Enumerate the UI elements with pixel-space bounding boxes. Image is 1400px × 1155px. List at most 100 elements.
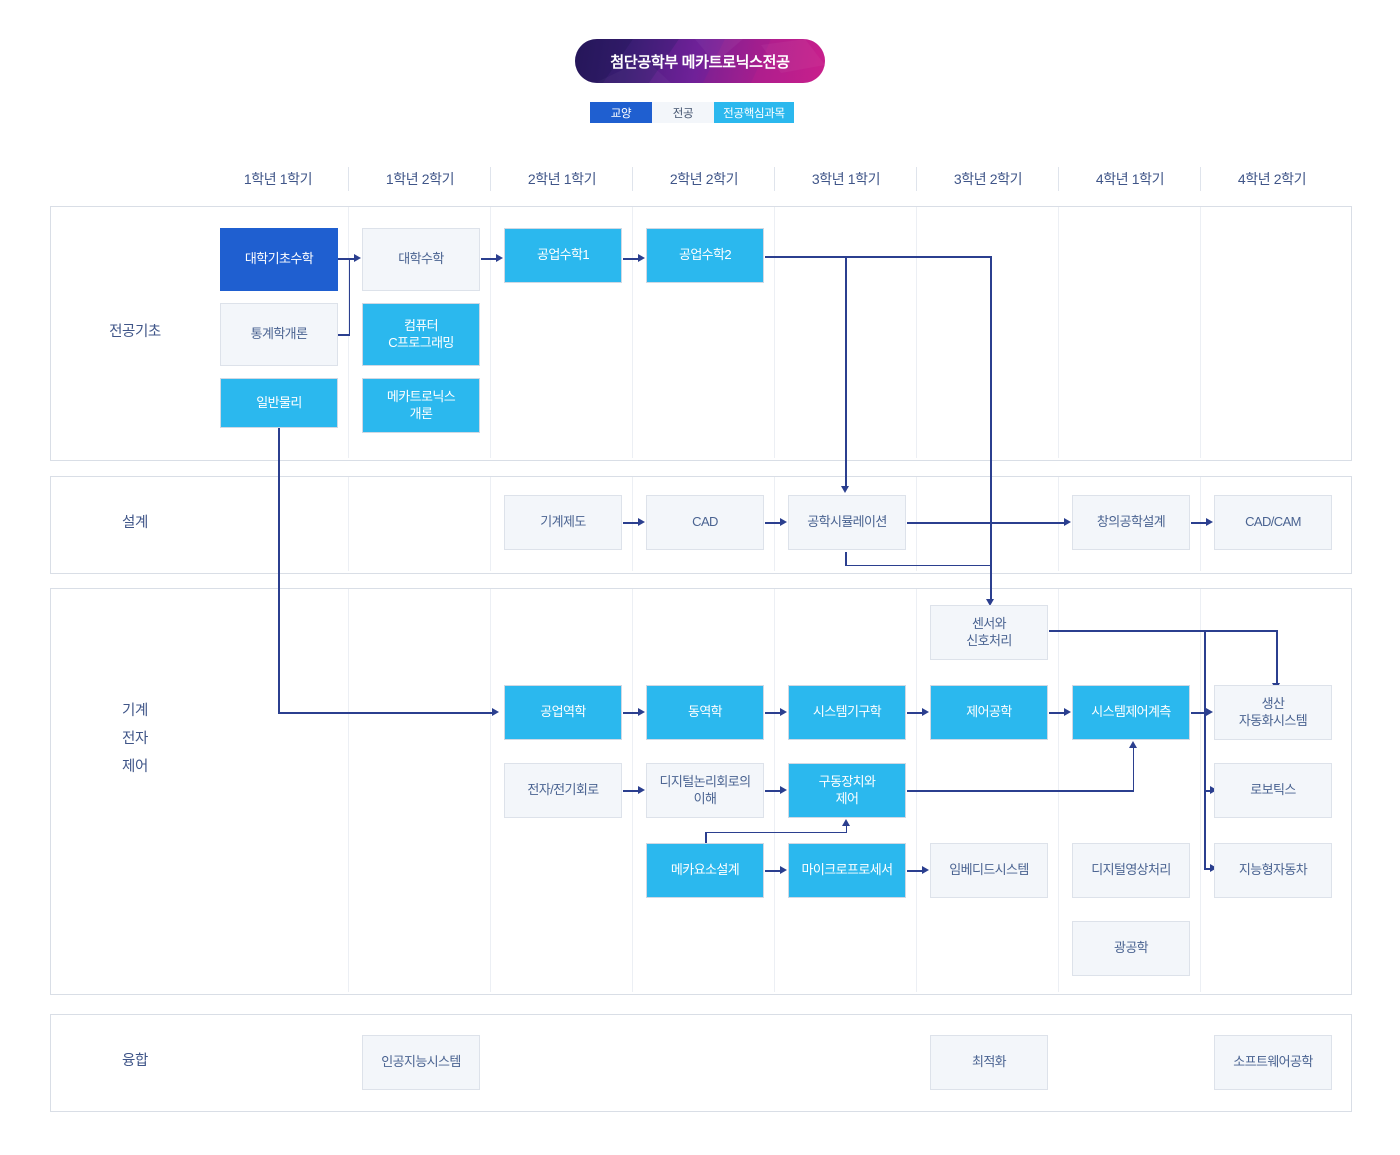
course-box-gonghak-simulation[interactable]: 공학시뮬레이션 bbox=[788, 495, 906, 550]
connector-line bbox=[907, 870, 924, 872]
column-separator bbox=[1200, 167, 1201, 191]
legend-item-jeongong[interactable]: 전공 bbox=[652, 102, 714, 123]
row-label-line-1: 기계 bbox=[122, 703, 148, 719]
course-box-gongeop-suhak-1[interactable]: 공업수학1 bbox=[504, 228, 622, 283]
connector-line bbox=[907, 522, 1066, 524]
grid-line bbox=[916, 207, 917, 458]
course-box-changui-gonghak-seolgye[interactable]: 창의공학설계 bbox=[1072, 495, 1190, 550]
course-box-cad-cam[interactable]: CAD/CAM bbox=[1214, 495, 1332, 550]
course-box-dongyeokhak[interactable]: 동역학 bbox=[646, 685, 764, 740]
connector-line bbox=[845, 826, 848, 832]
section-frame-convergence bbox=[50, 1014, 1352, 1112]
column-separator bbox=[916, 167, 917, 191]
grid-line bbox=[348, 477, 349, 571]
course-box-jeeo-gonghak[interactable]: 제어공학 bbox=[930, 685, 1048, 740]
grid-line bbox=[1058, 207, 1059, 458]
course-box-mecha-yoso-seolgye[interactable]: 메카요소설계 bbox=[646, 843, 764, 898]
course-box-gwanggonghak[interactable]: 광공학 bbox=[1072, 921, 1190, 976]
course-box-ingongjineung-system[interactable]: 인공지능시스템 bbox=[362, 1035, 480, 1090]
connector-line bbox=[278, 712, 494, 714]
legend-item-core[interactable]: 전공핵심과목 bbox=[714, 102, 794, 123]
page-title: 첨단공학부 메카트로닉스전공 bbox=[610, 53, 790, 71]
connector-line bbox=[623, 522, 640, 524]
course-box-system-gigu-hak[interactable]: 시스템기구학 bbox=[788, 685, 906, 740]
connector-line bbox=[1132, 748, 1135, 791]
connector-line bbox=[338, 334, 350, 336]
connector-line bbox=[907, 712, 924, 714]
arrow-head bbox=[496, 254, 503, 263]
course-box-ilban-mulli[interactable]: 일반물리 bbox=[220, 378, 338, 428]
connector-line bbox=[845, 564, 991, 567]
arrow-head bbox=[780, 866, 787, 875]
column-separator bbox=[774, 167, 775, 191]
arrow-head bbox=[1064, 518, 1071, 527]
connector-line bbox=[623, 790, 640, 792]
course-box-jineunghyeong-jadongcha[interactable]: 지능형자동차 bbox=[1214, 843, 1332, 898]
grid-line bbox=[490, 207, 491, 458]
connector-line bbox=[765, 712, 782, 714]
course-box-tonggyehak-gaeron[interactable]: 통계학개론 bbox=[220, 303, 338, 366]
column-separator bbox=[1058, 167, 1059, 191]
connector-line bbox=[1204, 868, 1212, 870]
column-header-y2s1: 2학년 1학기 bbox=[527, 171, 597, 187]
arrow-head bbox=[842, 819, 850, 826]
connector-line bbox=[705, 832, 707, 844]
arrow-head bbox=[638, 786, 645, 795]
course-box-cad[interactable]: CAD bbox=[646, 495, 764, 550]
arrow-head bbox=[1206, 518, 1213, 527]
column-separator bbox=[490, 167, 491, 191]
connector-line bbox=[1049, 712, 1066, 714]
grid-line bbox=[1200, 589, 1201, 992]
legend-item-kyoyang[interactable]: 교양 bbox=[590, 102, 652, 123]
grid-line bbox=[1058, 477, 1059, 571]
course-box-system-jeeo-gyecheuk[interactable]: 시스템제어계측 bbox=[1072, 685, 1190, 740]
course-box-robotics[interactable]: 로보틱스 bbox=[1214, 763, 1332, 818]
arrow-head bbox=[1210, 786, 1217, 795]
column-header-y3s1: 3학년 1학기 bbox=[811, 171, 881, 187]
connector-line bbox=[845, 552, 847, 566]
course-box-gongeop-suhak-2[interactable]: 공업수학2 bbox=[646, 228, 764, 283]
connector-line bbox=[278, 428, 280, 713]
course-box-microprocessor[interactable]: 마이크로프로세서 bbox=[788, 843, 906, 898]
course-box-embedded-system[interactable]: 임베디드시스템 bbox=[930, 843, 1048, 898]
course-box-digital-yeongsang-cheori[interactable]: 디지털영상처리 bbox=[1072, 843, 1190, 898]
connector-line bbox=[623, 712, 640, 714]
arrow-head bbox=[638, 708, 645, 717]
row-label-line-2: 전자 bbox=[122, 731, 148, 747]
connector-line bbox=[338, 258, 356, 260]
arrow-head bbox=[638, 254, 645, 263]
column-header-y1s1: 1학년 1학기 bbox=[243, 171, 313, 187]
grid-line bbox=[632, 477, 633, 571]
course-box-jeonja-jeongi-hoero[interactable]: 전자/전기회로 bbox=[504, 763, 622, 818]
grid-line bbox=[1200, 207, 1201, 458]
connector-line bbox=[765, 870, 782, 872]
arrow-head bbox=[986, 599, 995, 606]
course-box-software-gonghak[interactable]: 소프트웨어공학 bbox=[1214, 1035, 1332, 1090]
arrow-head bbox=[1210, 864, 1217, 873]
column-header-y3s2: 3학년 2학기 bbox=[953, 171, 1023, 187]
connector-line bbox=[765, 256, 992, 258]
course-box-choejeokhwa[interactable]: 최적화 bbox=[930, 1035, 1048, 1090]
connector-line bbox=[1191, 522, 1208, 524]
banner-facet-decoration bbox=[575, 39, 825, 83]
connector-line bbox=[705, 831, 847, 834]
grid-line bbox=[916, 477, 917, 571]
course-box-gongeop-yeokhak[interactable]: 공업역학 bbox=[504, 685, 622, 740]
course-box-daehak-suhak[interactable]: 대학수학 bbox=[362, 228, 480, 291]
grid-line bbox=[490, 589, 491, 992]
arrow-head bbox=[354, 254, 361, 263]
arrow-head bbox=[922, 866, 929, 875]
row-label-line-3: 제어 bbox=[122, 759, 148, 775]
arrow-head bbox=[492, 708, 499, 717]
course-box-gigye-jedo[interactable]: 기계제도 bbox=[504, 495, 622, 550]
course-box-daehak-gicho-suhak[interactable]: 대학기초수학 bbox=[220, 228, 338, 291]
arrow-head bbox=[922, 708, 929, 717]
